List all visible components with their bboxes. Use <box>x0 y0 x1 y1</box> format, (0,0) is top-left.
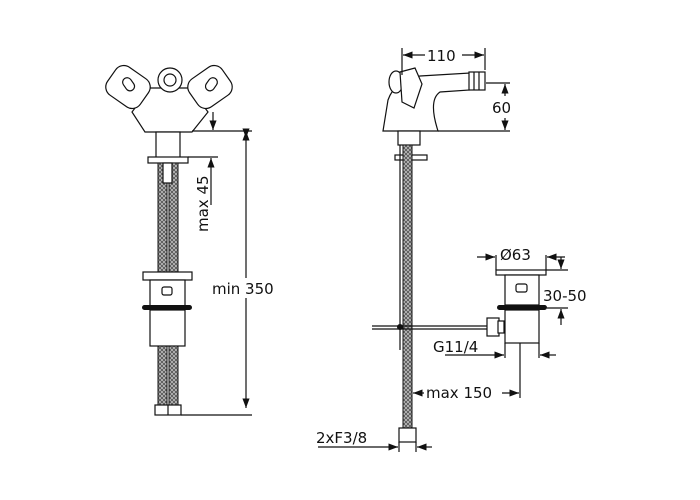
rod-connector <box>486 317 500 337</box>
connection-f38-label: 2xF3/8 <box>316 429 367 447</box>
front-dimensions: min 350 max 45 <box>181 112 274 416</box>
hose-nut-side <box>398 427 417 443</box>
front-view <box>105 64 233 416</box>
diameter-63-label: Ø63 <box>500 246 531 264</box>
min-350-label: min 350 <box>212 280 274 298</box>
side-view <box>372 67 547 443</box>
center-cap <box>157 67 183 93</box>
drain-flange <box>495 269 547 276</box>
max-150-label: max 150 <box>426 384 492 402</box>
handle-lever <box>399 67 423 109</box>
thread-g114-label: G11/4 <box>433 338 478 356</box>
right-handle <box>187 64 233 110</box>
drain-body-side <box>504 274 540 306</box>
max-45-label: max 45 <box>194 175 212 232</box>
side-dimensions: 110 60 Ø63 30-50 G11/4 max 150 2xF3/8 <box>316 47 587 452</box>
hose-side <box>402 144 413 431</box>
left-handle <box>105 64 151 110</box>
spout-nozzle <box>468 71 486 91</box>
drain-body <box>149 279 186 307</box>
mounting-plate <box>147 156 189 164</box>
width-110-label: 110 <box>427 47 456 65</box>
height-60-label: 60 <box>492 99 511 117</box>
range-30-50-label: 30-50 <box>543 287 587 305</box>
